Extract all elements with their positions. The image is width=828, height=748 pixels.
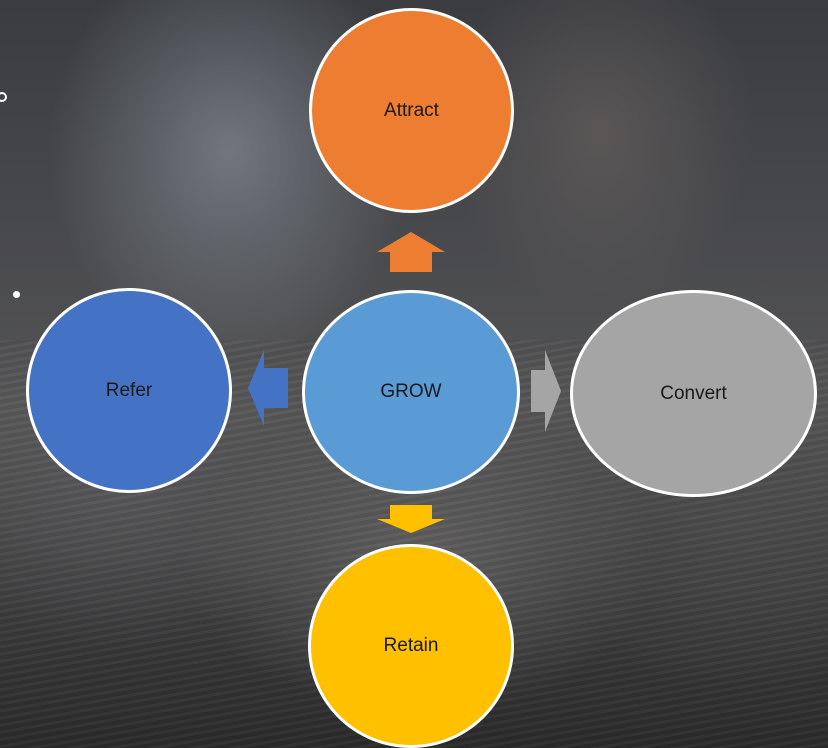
node-convert-label: Convert xyxy=(660,382,727,404)
arrow-left-icon xyxy=(248,350,288,426)
node-attract: Attract xyxy=(309,8,514,213)
node-refer-label: Refer xyxy=(105,379,153,401)
center-node-label: GROW xyxy=(380,381,442,402)
arrow-up-icon xyxy=(377,232,445,272)
node-retain: Retain xyxy=(308,544,514,748)
bullet-marker xyxy=(13,291,20,298)
node-convert: Convert xyxy=(570,290,817,497)
bullet-marker xyxy=(0,92,7,102)
arrow-right-icon xyxy=(531,350,561,432)
center-node-grow: GROW xyxy=(302,290,520,494)
node-refer: Refer xyxy=(26,288,232,493)
node-retain-label: Retain xyxy=(383,635,439,656)
node-attract-label: Attract xyxy=(384,99,439,121)
arrow-down-icon xyxy=(377,505,445,533)
